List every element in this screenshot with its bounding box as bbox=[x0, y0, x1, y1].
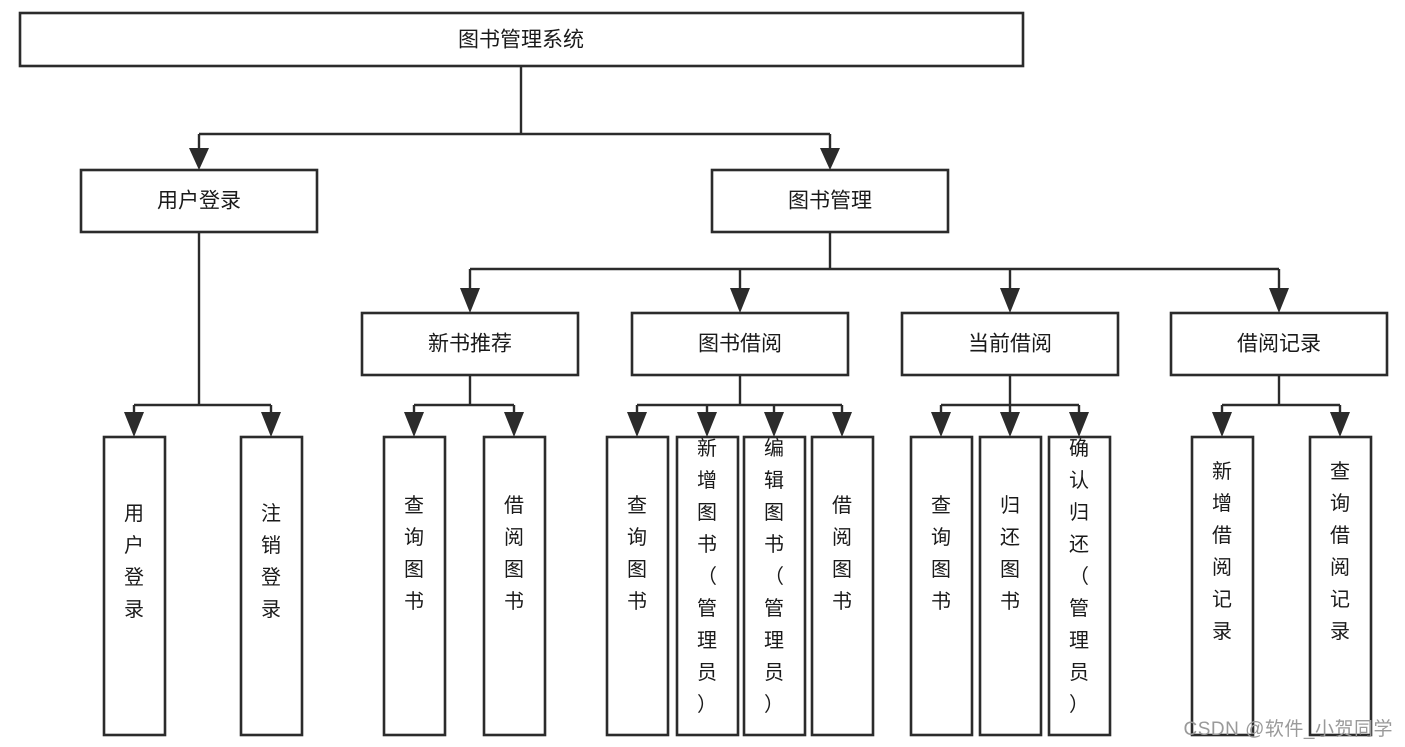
node-borrow-record-box[interactable] bbox=[1169, 311, 1389, 377]
arrowhead-to-newbook bbox=[460, 288, 480, 313]
arrowhead-borrow-leaf-1 bbox=[627, 412, 647, 437]
arrowhead-current-leaf-3 bbox=[1069, 412, 1089, 437]
node-user-login-label: 用户登录 bbox=[157, 190, 241, 213]
leaf-node-newbook-1[interactable]: 查询图书 bbox=[382, 435, 447, 737]
node-new-book-recommend-box[interactable] bbox=[360, 311, 580, 377]
leaf-newbook-2-label: 借阅图书 bbox=[504, 494, 524, 613]
leaf-borrow-1-label: 查询图书 bbox=[627, 494, 647, 613]
node-user-login[interactable]: 用户登录 bbox=[79, 168, 319, 234]
connector-group-borrow-leaves bbox=[627, 375, 852, 437]
leaf-current-2-label: 归还图书 bbox=[1000, 494, 1020, 613]
leaf-newbook-1-label: 查询图书 bbox=[404, 494, 424, 613]
arrowhead-root-to-bookmgmt bbox=[820, 148, 840, 170]
node-book-borrow-box[interactable] bbox=[630, 311, 850, 377]
connector-group-record-leaves bbox=[1212, 375, 1350, 437]
arrowhead-borrow-leaf-3 bbox=[764, 412, 784, 437]
leaf-node-borrow-3[interactable]: 编辑图书（管理员） bbox=[742, 435, 807, 737]
arrowhead-current-leaf-1 bbox=[931, 412, 951, 437]
node-root[interactable]: 图书管理系统 bbox=[18, 11, 1025, 68]
leaf-record-2-label: 查询借阅记录 bbox=[1330, 460, 1350, 643]
leaf-node-current-2[interactable]: 归还图书 bbox=[978, 435, 1043, 737]
node-book-management-box[interactable] bbox=[710, 168, 950, 234]
arrowhead-userlogin-leaf-2 bbox=[261, 412, 281, 437]
leaf-node-user-login-2[interactable]: 注销登录 bbox=[239, 435, 304, 737]
leaf-node-record-1[interactable]: 新增借阅记录 bbox=[1190, 435, 1255, 737]
arrowhead-root-to-login bbox=[189, 148, 209, 170]
leaf-current-3-box[interactable] bbox=[1047, 435, 1112, 737]
node-book-borrow-label: 图书借阅 bbox=[698, 333, 782, 356]
node-book-management[interactable]: 图书管理 bbox=[710, 168, 950, 234]
leaf-record-1-box[interactable] bbox=[1190, 435, 1255, 737]
arrowhead-to-borrow bbox=[730, 288, 750, 313]
leaf-current-3-label: 确认归还（管理员） bbox=[1069, 437, 1089, 716]
leaf-current-2-box[interactable] bbox=[978, 435, 1043, 737]
node-user-login-box[interactable] bbox=[79, 168, 319, 234]
leaf-borrow-4-label: 借阅图书 bbox=[832, 494, 852, 613]
leaf-user-login-1-label: 用户登录 bbox=[124, 503, 144, 621]
arrowhead-record-leaf-2 bbox=[1330, 412, 1350, 437]
leaf-newbook-1-box[interactable] bbox=[382, 435, 447, 737]
leaf-node-borrow-4[interactable]: 借阅图书 bbox=[810, 435, 875, 737]
leaf-borrow-4-box[interactable] bbox=[810, 435, 875, 737]
leaf-current-1-box[interactable] bbox=[909, 435, 974, 737]
leaf-node-newbook-2[interactable]: 借阅图书 bbox=[482, 435, 547, 737]
leaf-borrow-2-box[interactable] bbox=[675, 435, 740, 737]
leaf-node-current-1[interactable]: 查询图书 bbox=[909, 435, 974, 737]
leaf-borrow-1-box[interactable] bbox=[605, 435, 670, 737]
leaf-node-current-3[interactable]: 确认归还（管理员） bbox=[1047, 435, 1112, 737]
arrowhead-borrow-leaf-4 bbox=[832, 412, 852, 437]
arrowhead-newbook-leaf-2 bbox=[504, 412, 524, 437]
leaf-user-login-1-box[interactable] bbox=[102, 435, 167, 737]
leaf-node-record-2[interactable]: 查询借阅记录 bbox=[1308, 435, 1373, 737]
node-borrow-record[interactable]: 借阅记录 bbox=[1169, 311, 1389, 377]
arrowhead-userlogin-leaf-1 bbox=[124, 412, 144, 437]
leaf-borrow-2-label: 新增图书（管理员） bbox=[697, 437, 717, 716]
arrowhead-record-leaf-1 bbox=[1212, 412, 1232, 437]
leaf-user-login-2-label: 注销登录 bbox=[261, 502, 281, 621]
leaf-newbook-2-box[interactable] bbox=[482, 435, 547, 737]
leaf-record-1-label: 新增借阅记录 bbox=[1212, 460, 1232, 643]
node-new-book-recommend[interactable]: 新书推荐 bbox=[360, 311, 580, 377]
arrowhead-to-record bbox=[1269, 288, 1289, 313]
leaf-borrow-3-label: 编辑图书（管理员） bbox=[764, 437, 784, 716]
connector-group-root bbox=[189, 66, 840, 170]
arrowhead-newbook-leaf-1 bbox=[404, 412, 424, 437]
node-current-borrow-label: 当前借阅 bbox=[968, 333, 1052, 356]
connector-group-bookmgmt bbox=[460, 232, 1289, 313]
node-root-label: 图书管理系统 bbox=[458, 29, 584, 52]
node-current-borrow-box[interactable] bbox=[900, 311, 1120, 377]
connector-group-current-leaves bbox=[931, 375, 1089, 437]
node-book-management-label: 图书管理 bbox=[788, 190, 872, 213]
node-book-borrow[interactable]: 图书借阅 bbox=[630, 311, 850, 377]
leaf-record-2-box[interactable] bbox=[1308, 435, 1373, 737]
leaf-node-borrow-1[interactable]: 查询图书 bbox=[605, 435, 670, 737]
leaf-current-1-label: 查询图书 bbox=[931, 494, 951, 613]
leaf-node-borrow-2[interactable]: 新增图书（管理员） bbox=[675, 435, 740, 737]
node-current-borrow[interactable]: 当前借阅 bbox=[900, 311, 1120, 377]
arrowhead-to-current bbox=[1000, 288, 1020, 313]
node-root-box[interactable] bbox=[18, 11, 1025, 68]
arrowhead-current-leaf-2 bbox=[1000, 412, 1020, 437]
leaf-borrow-3-box[interactable] bbox=[742, 435, 807, 737]
connector-group-userlogin-leaves bbox=[124, 232, 281, 437]
node-borrow-record-label: 借阅记录 bbox=[1237, 333, 1321, 356]
connector-group-newbook-leaves bbox=[404, 375, 524, 437]
leaf-user-login-2-box[interactable] bbox=[239, 435, 304, 737]
leaf-node-user-login-1[interactable]: 用户登录 bbox=[102, 435, 167, 737]
arrowhead-borrow-leaf-2 bbox=[697, 412, 717, 437]
node-new-book-recommend-label: 新书推荐 bbox=[428, 333, 512, 356]
